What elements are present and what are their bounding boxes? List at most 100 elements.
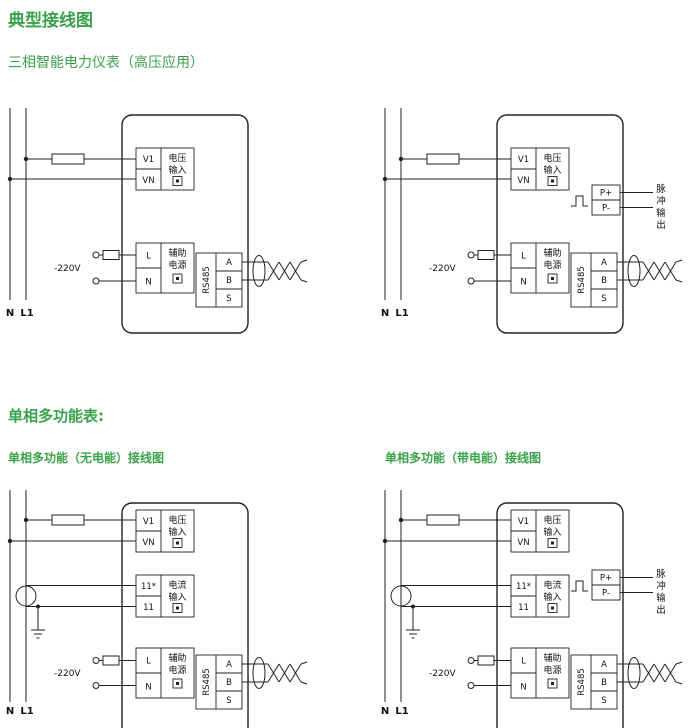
- terminal-vn: VN: [517, 176, 529, 186]
- aux-label-line2: 电源: [543, 259, 561, 271]
- double-insulation-icon: [547, 176, 558, 186]
- pulse-output-block: P+ P- 脉 冲 输 出: [571, 183, 666, 231]
- pulse-output-label-char: 出: [656, 604, 666, 616]
- twisted-pair-cable: [242, 255, 308, 287]
- aux-power-circuit: -220V: [429, 655, 511, 689]
- voltage-label-line1: 电压: [543, 152, 561, 164]
- ct-circuit: [15, 585, 136, 607]
- voltage-input-block: V1 VN 电压 输入: [510, 509, 570, 553]
- junction-dot: [23, 517, 29, 523]
- terminal-n: N: [520, 683, 526, 693]
- aux-power-block: L N 辅助 电源: [135, 647, 195, 699]
- twisted-pair-cable: [242, 657, 308, 689]
- terminal-p-plus: P+: [600, 574, 612, 584]
- terminal-b: B: [601, 678, 607, 688]
- current-label-line1: 电流: [168, 579, 186, 591]
- terminal-s: S: [601, 294, 606, 304]
- terminal-s: S: [226, 294, 231, 304]
- fuse: [51, 153, 85, 165]
- pulse-output-block: P+ P- 脉 冲 输 出: [571, 568, 666, 616]
- terminal-11: 11: [518, 603, 529, 613]
- junction-dot: [7, 538, 13, 544]
- voltage-label-line2: 输入: [543, 164, 561, 176]
- supply-lines: [384, 490, 402, 702]
- double-insulation-icon: [547, 678, 558, 689]
- terminal-v1: V1: [143, 155, 154, 165]
- voltage-input-block: V1 VN 电压 输入: [510, 147, 570, 191]
- double-insulation-icon: [172, 678, 183, 689]
- voltage-label-line1: 电压: [543, 514, 561, 526]
- aux-terminal-circle-l: [467, 251, 475, 259]
- rs485-block: RS485 A B S: [195, 252, 243, 308]
- supply-voltage-label: -220V: [429, 264, 456, 274]
- diagram-three-phase-pulse: N L1 V1 VN 电压 输入: [381, 108, 683, 334]
- aux-terminal-circle-l: [467, 657, 475, 664]
- twisted-pair-cable: [617, 255, 683, 287]
- supply-voltage-label: -220V: [54, 264, 81, 274]
- page-title: 典型接线图: [8, 11, 93, 31]
- terminal-a: A: [226, 660, 232, 670]
- terminal-b: B: [601, 276, 607, 286]
- aux-power-circuit: -220V: [54, 655, 136, 689]
- double-insulation-icon: [547, 538, 558, 548]
- pulse-output-label-char: 脉: [656, 183, 666, 195]
- meter-body: [496, 502, 624, 728]
- junction-dot: [398, 517, 404, 523]
- terminal-vn: VN: [142, 176, 154, 186]
- fuse: [426, 153, 460, 165]
- pulse-waveform-icon: [571, 580, 588, 592]
- section-single-phase: 单相多功能表:: [8, 407, 104, 425]
- v1-circuit: [23, 153, 136, 165]
- supply-line-l1-label: L1: [395, 706, 408, 717]
- pulse-output-label-char: 脉: [656, 568, 666, 580]
- vn-circuit: [382, 176, 511, 182]
- terminal-p-minus: P-: [602, 204, 610, 214]
- aux-power-block: L N 辅助 电源: [135, 242, 195, 294]
- terminal-a: A: [601, 258, 607, 268]
- supply-voltage-label: -220V: [429, 669, 456, 679]
- ct-circuit: [390, 585, 511, 607]
- v1-circuit: [23, 514, 136, 526]
- voltage-input-block: V1 VN 电压 输入: [135, 509, 195, 553]
- terminal-n: N: [145, 683, 151, 693]
- twisted-pair-cable: [617, 657, 683, 689]
- meter-body: [496, 114, 624, 334]
- voltage-label-line2: 输入: [168, 164, 186, 176]
- aux-terminal-circle-l: [92, 251, 100, 259]
- supply-line-n-label: N: [6, 308, 14, 319]
- aux-power-block: L N 辅助 电源: [510, 242, 570, 294]
- terminal-p-minus: P-: [602, 589, 610, 599]
- terminal-n: N: [520, 278, 526, 288]
- cable-shield: [627, 657, 641, 689]
- terminal-n: N: [145, 278, 151, 288]
- terminal-s: S: [601, 696, 606, 706]
- cable-shield: [252, 255, 266, 287]
- aux-label-line1: 辅助: [543, 247, 561, 259]
- pulse-output-label-char: 输: [656, 592, 666, 604]
- terminal-l: L: [521, 657, 526, 667]
- subtitle-single-phase-with-energy: 单相多功能（带电能）接线图: [385, 451, 542, 465]
- voltage-input-block: V1 VN 电压 输入: [135, 147, 195, 191]
- supply-lines: [9, 108, 27, 300]
- aux-terminal-circle-n: [467, 682, 475, 689]
- pulse-output-label-char: 输: [656, 207, 666, 219]
- terminal-s: S: [226, 696, 231, 706]
- supply-line-n-label: N: [6, 706, 14, 717]
- current-input-block: 11* 11 电流 输入: [135, 574, 195, 618]
- aux-label-line2: 电源: [168, 664, 186, 676]
- rs485-block: RS485 A B S: [570, 654, 618, 710]
- double-insulation-icon: [172, 538, 183, 548]
- supply-voltage-label: -220V: [54, 669, 81, 679]
- terminal-p-plus: P+: [600, 189, 612, 199]
- rs485-label: RS485: [577, 668, 587, 696]
- aux-label-line2: 电源: [543, 664, 561, 676]
- v1-circuit: [398, 153, 511, 165]
- aux-terminal-circle-n: [92, 682, 100, 689]
- junction-dot: [382, 176, 388, 182]
- terminal-a: A: [226, 258, 232, 268]
- cable-shield: [252, 657, 266, 689]
- diagram-three-phase-basic: N L1 V1 VN 电压 输入: [6, 108, 308, 334]
- aux-terminal-circle-n: [467, 277, 475, 285]
- terminal-11star: 11*: [141, 582, 156, 592]
